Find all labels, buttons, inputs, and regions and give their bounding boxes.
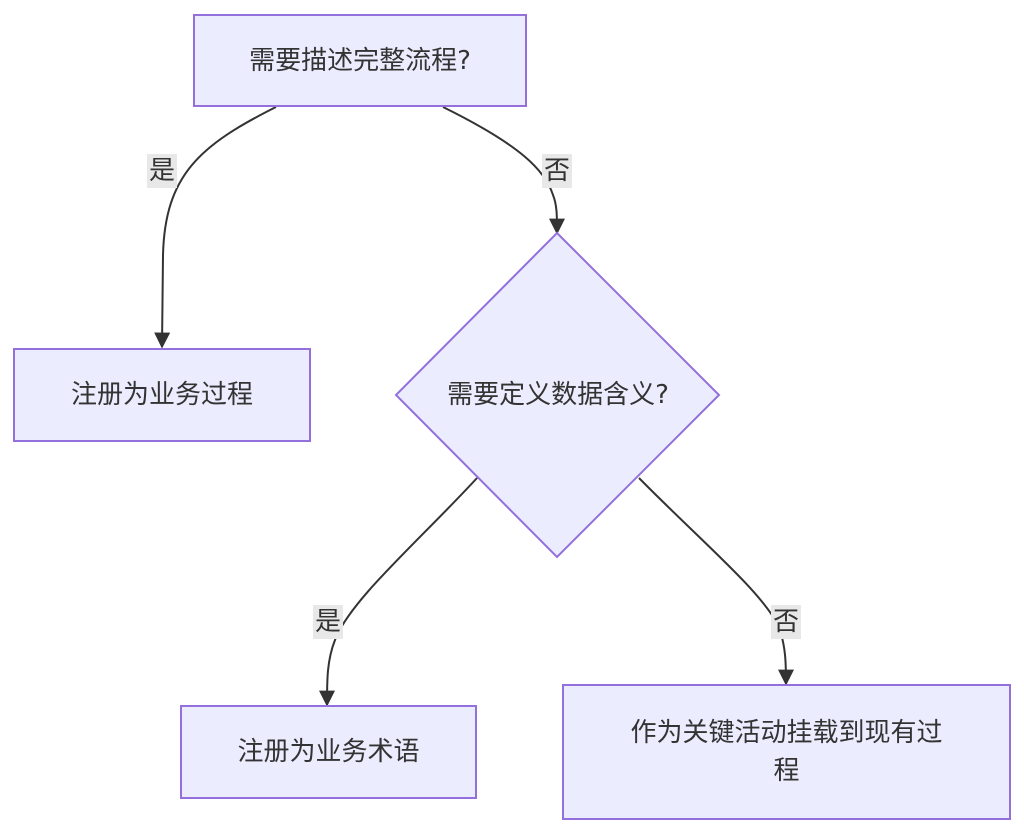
node-define-meaning-label: 需要定义数据含义? [447,380,669,410]
node-register-term: 注册为业务术语 [180,705,477,799]
edge-define-meaning-to-attach-activity [638,477,794,686]
node-register-term-label: 注册为业务术语 [237,737,420,767]
edge-label-yes-2: 是 [313,605,343,639]
node-attach-activity-label: 作为关键活动挂载到现有过程 [630,718,943,786]
edge-start-to-define-meaning [442,106,565,235]
node-attach-activity: 作为关键活动挂载到现有过程 [562,684,1011,820]
node-start-label: 需要描述完整流程? [249,45,471,76]
edge-label-no-2: 否 [771,605,801,639]
node-register-process-label: 注册为业务过程 [70,380,253,410]
edge-label-yes-1: 是 [147,154,177,188]
node-start: 需要描述完整流程? [193,14,527,107]
edge-define-meaning-to-register-term [319,477,478,707]
decision-diamond [394,231,721,559]
edge-label-no-1: 否 [542,154,572,188]
node-register-process: 注册为业务过程 [13,348,311,442]
edge-start-to-register-process [154,106,277,349]
